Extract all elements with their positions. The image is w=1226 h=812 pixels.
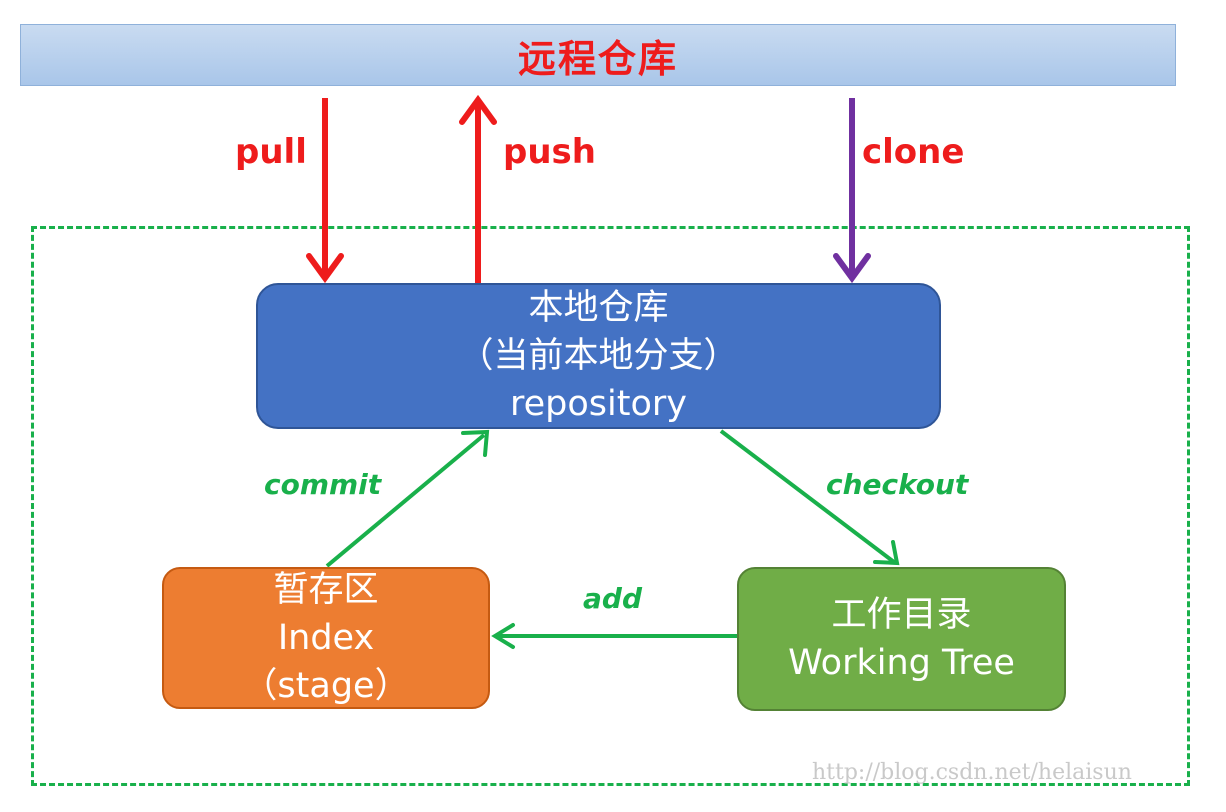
watermark: http://blog.csdn.net/helaisun	[812, 760, 1132, 785]
remote-repository-title: 远程仓库	[517, 36, 678, 81]
checkout-label: checkout	[826, 468, 969, 501]
commit-arrow	[325, 429, 490, 568]
local-repository-english: repository	[510, 384, 687, 424]
add-label: add	[583, 582, 642, 615]
working-tree-english: Working Tree	[788, 643, 1015, 683]
checkout-arrow	[719, 429, 900, 566]
staging-area-title: 暂存区	[273, 570, 379, 610]
remote-repository-bar: 远程仓库	[20, 24, 1176, 86]
local-workspace-region	[31, 226, 1190, 786]
staging-area-box: 暂存区 Index （stage）	[162, 567, 490, 709]
staging-area-index: Index	[277, 618, 375, 658]
add-arrow	[491, 623, 737, 649]
clone-label: clone	[862, 132, 965, 172]
commit-label: commit	[264, 468, 382, 501]
pull-label: pull	[235, 132, 307, 172]
working-tree-title: 工作目录	[831, 595, 972, 635]
push-arrow	[459, 94, 497, 283]
working-tree-box: 工作目录 Working Tree	[737, 567, 1066, 711]
push-label: push	[503, 132, 596, 172]
pull-arrow	[306, 98, 344, 284]
local-repository-title: 本地仓库	[528, 288, 669, 328]
clone-arrow	[833, 98, 871, 284]
staging-area-stage: （stage）	[242, 666, 410, 706]
local-repository-subtitle: （当前本地分支）	[458, 336, 739, 376]
local-repository-box: 本地仓库 （当前本地分支） repository	[256, 283, 941, 429]
